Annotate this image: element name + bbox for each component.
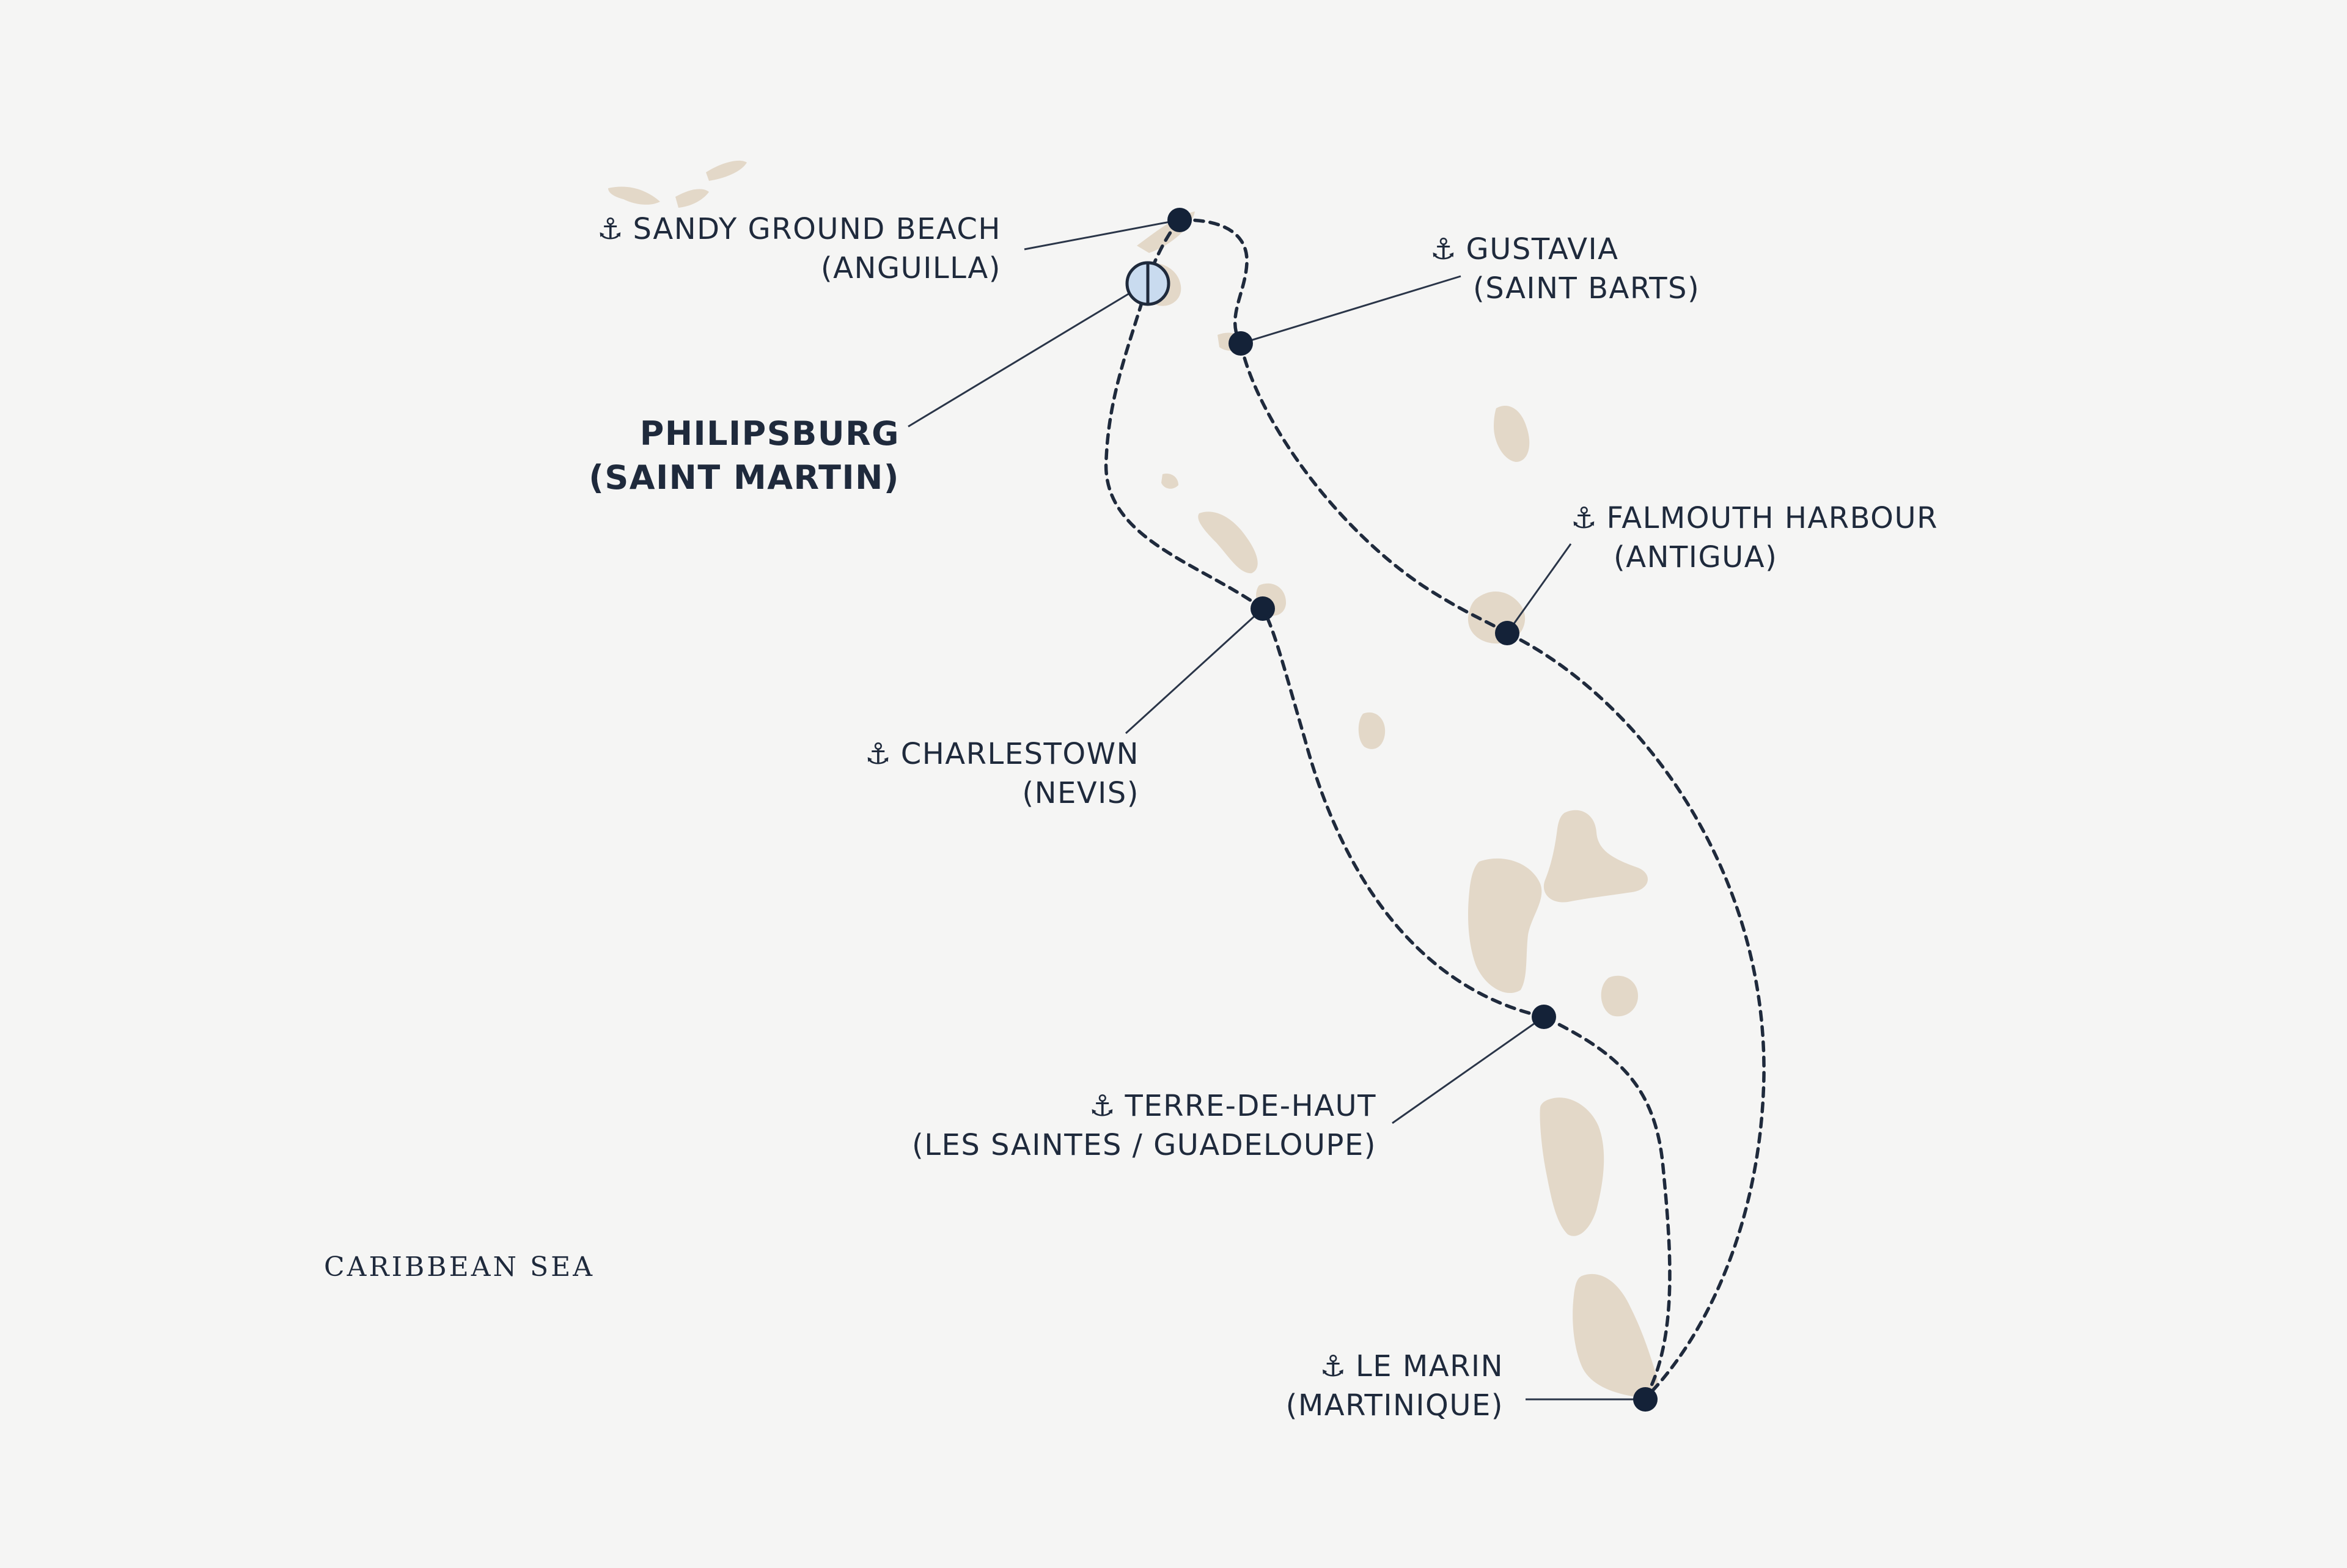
port-label-falmouth-harbour[interactable]: ⚓FALMOUTH HARBOUR (ANTIGUA) <box>1571 499 1938 577</box>
route-le-marin-terre-de-haut <box>1542 1015 1672 1400</box>
port-name: GUSTAVIA <box>1466 232 1619 266</box>
anchor-icon: ⚓ <box>1320 1349 1347 1383</box>
anchor-icon: ⚓ <box>865 737 892 771</box>
island-dominica <box>1540 1097 1604 1236</box>
port-region: (MARTINIQUE) <box>1285 1388 1504 1423</box>
port-label-philipsburg[interactable]: PHILIPSBURG (SAINT MARTIN) <box>589 412 900 500</box>
port-region: (ANTIGUA) <box>1614 540 1778 574</box>
leader-charlestown <box>1125 607 1264 735</box>
anchor-icon: ⚓ <box>1430 232 1458 266</box>
port-name: SANDY GROUND BEACH <box>633 212 1001 246</box>
port-label-sandy-ground-beach[interactable]: ⚓SANDY GROUND BEACH (ANGUILLA) <box>597 210 1001 288</box>
port-dot-le-marin[interactable] <box>1633 1387 1658 1412</box>
anchor-icon: ⚓ <box>597 212 625 246</box>
port-name: TERRE-DE-HAUT <box>1125 1089 1376 1123</box>
leader-philipsburg <box>908 292 1130 428</box>
port-label-gustavia[interactable]: ⚓GUSTAVIA (SAINT BARTS) <box>1430 230 1700 308</box>
anchor-icon: ⚓ <box>1089 1089 1117 1123</box>
port-label-le-marin[interactable]: ⚓ LE MARIN (MARTINIQUE) <box>1286 1347 1504 1425</box>
island-anguilla-east <box>675 189 709 208</box>
port-dot-gustavia[interactable] <box>1229 331 1253 356</box>
island-anguilla-north <box>706 160 747 181</box>
port-markers <box>1167 208 1658 1412</box>
port-region: (LES SAINTES / GUADELOUPE) <box>912 1128 1376 1162</box>
island-anguilla-west <box>608 186 660 205</box>
port-region: (SAINT MARTIN) <box>589 458 900 497</box>
island-saint-kitts <box>1198 511 1258 574</box>
island-guadeloupe-basse-terre <box>1468 858 1542 994</box>
port-name: CHARLESTOWN <box>900 737 1139 771</box>
land-masses <box>608 160 1658 1398</box>
route-falmouth-le-marin <box>1505 631 1766 1400</box>
route-terre-de-haut-charlestown <box>1261 607 1546 1019</box>
port-dot-charlestown[interactable] <box>1251 596 1275 621</box>
route-sandy-ground-gustavia <box>1178 218 1249 345</box>
island-marie-galante <box>1601 975 1638 1017</box>
port-name: FALMOUTH HARBOUR <box>1606 501 1938 535</box>
island-barbuda <box>1494 405 1530 462</box>
port-dot-terre-de-haut[interactable] <box>1532 1005 1556 1029</box>
sea-label: CARIBBEAN SEA <box>324 1251 595 1283</box>
route-charlestown-philipsburg <box>1104 280 1265 610</box>
leader-lines <box>908 219 1645 1401</box>
half-circle-marker-icon[interactable] <box>1125 261 1170 306</box>
island-martinique <box>1573 1273 1658 1398</box>
anchor-icon: ⚓ <box>1571 501 1598 535</box>
port-label-terre-de-haut[interactable]: ⚓TERRE-DE-HAUT (LES SAINTES / GUADELOUPE… <box>912 1086 1376 1165</box>
port-region: (NEVIS) <box>1022 776 1139 810</box>
port-dot-sandy-ground[interactable] <box>1167 208 1192 232</box>
island-saba <box>1161 473 1178 489</box>
port-label-charlestown[interactable]: ⚓CHARLESTOWN (NEVIS) <box>865 735 1139 813</box>
port-name: LE MARIN <box>1356 1349 1504 1383</box>
cruise-route <box>1104 218 1766 1400</box>
leader-terre-de-haut <box>1392 1016 1544 1124</box>
leader-sandy-ground <box>1024 219 1180 251</box>
leader-falmouth <box>1506 543 1572 634</box>
port-region: (ANGUILLA) <box>820 251 1001 285</box>
port-region: (SAINT BARTS) <box>1473 271 1700 306</box>
leader-gustavia <box>1240 275 1461 345</box>
route-gustavia-falmouth <box>1239 342 1509 635</box>
port-name: PHILIPSBURG <box>639 414 900 453</box>
island-guadeloupe-grande-terre <box>1543 810 1648 903</box>
port-dot-falmouth[interactable] <box>1495 621 1519 645</box>
island-montserrat <box>1358 712 1386 749</box>
